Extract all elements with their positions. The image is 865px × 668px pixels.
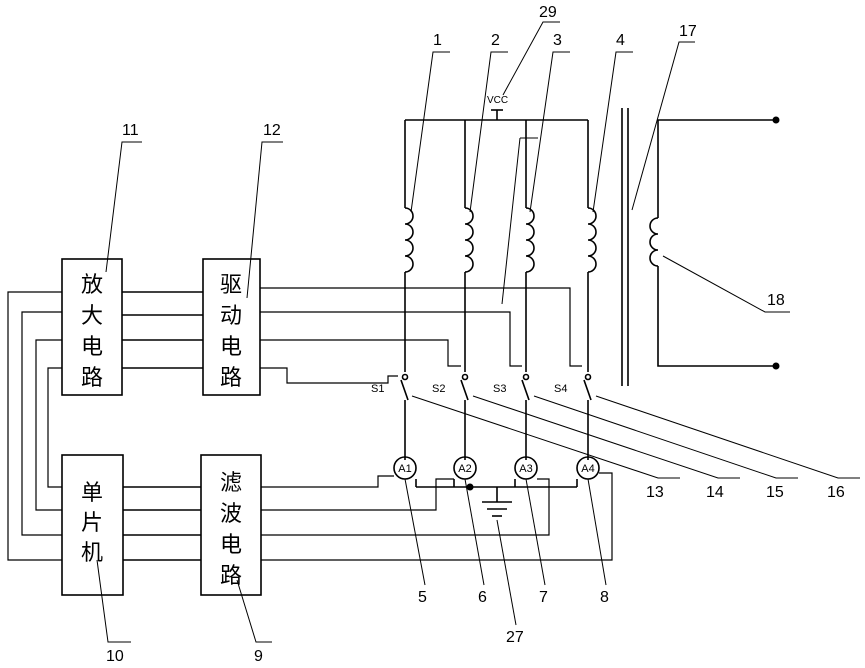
ref-secondary-18: 18 [767, 292, 785, 309]
ref-ammeter-6: 6 [478, 589, 487, 606]
ammeter-label-a3: A3 [519, 463, 532, 475]
driver-switch-wires [260, 288, 582, 383]
ref-coil-3: 3 [553, 32, 562, 49]
filter-char-1: 滤 [220, 471, 242, 496]
ref-ground-27: 27 [506, 629, 524, 646]
secondary-terminal-top [773, 117, 780, 124]
ref-mcu-10: 10 [106, 648, 124, 665]
driver-block: 驱 动 电 路 [203, 259, 260, 395]
driver-char-1: 驱 [220, 273, 242, 298]
filter-mcu-wires [123, 487, 201, 560]
ref-filter-9: 9 [254, 648, 263, 665]
ref-ammeter-8: 8 [600, 589, 609, 606]
ref-coil-2: 2 [491, 32, 500, 49]
switch-label-s3: S3 [493, 383, 506, 395]
ammeter-label-a4: A4 [581, 463, 594, 475]
ref-vcc-29: 29 [539, 4, 557, 21]
ref-switch-13: 13 [646, 484, 664, 501]
mcu-amplifier-wires [8, 292, 62, 560]
ref-switch-16: 16 [827, 484, 845, 501]
ammeter-label-a2: A2 [458, 463, 471, 475]
ref-core-17: 17 [679, 23, 697, 40]
driver-char-2: 动 [220, 304, 242, 329]
switches: S1 S2 S3 S4 [371, 375, 591, 461]
ground-network [416, 479, 577, 516]
ammeter-label-a1: A1 [398, 463, 411, 475]
transformer [622, 108, 780, 386]
ref-coil-1: 1 [433, 32, 442, 49]
driver-char-4: 路 [220, 366, 242, 391]
ref-driver-12: 12 [263, 122, 281, 139]
mcu-char-1: 单 [81, 481, 103, 506]
vcc-rail: VCC [405, 95, 588, 120]
primary-coils [405, 120, 596, 372]
mcu-block: 单 片 机 [62, 455, 123, 595]
ref-switch-15: 15 [766, 484, 784, 501]
vcc-label: VCC [487, 95, 508, 106]
secondary-terminal-bottom [773, 363, 780, 370]
filter-block: 滤 波 电 路 [201, 455, 261, 595]
ref-ammeter-7: 7 [539, 589, 548, 606]
switch-label-s4: S4 [554, 383, 567, 395]
ground-junction-dot [467, 484, 474, 491]
ref-ammeter-5: 5 [418, 589, 427, 606]
amplifier-char-3: 电 [81, 335, 103, 360]
ammeter-filter-wires [261, 473, 612, 560]
switch-label-s1: S1 [371, 383, 384, 395]
mcu-char-3: 机 [81, 541, 103, 566]
ammeters: A1 A2 A3 A4 [394, 457, 599, 479]
mcu-char-2: 片 [81, 511, 103, 536]
driver-char-3: 电 [220, 335, 242, 360]
filter-char-3: 电 [220, 533, 242, 558]
amplifier-char-1: 放 [81, 273, 103, 298]
switch-label-s2: S2 [432, 383, 445, 395]
ref-coil-4: 4 [616, 32, 625, 49]
amplifier-driver-wires [122, 292, 203, 368]
amplifier-char-4: 路 [81, 366, 103, 391]
amplifier-char-2: 大 [81, 304, 103, 329]
filter-char-2: 波 [220, 502, 242, 527]
ref-switch-14: 14 [706, 484, 724, 501]
ref-amplifier-11: 11 [122, 122, 139, 139]
amplifier-block: 放 大 电 路 [62, 259, 122, 395]
